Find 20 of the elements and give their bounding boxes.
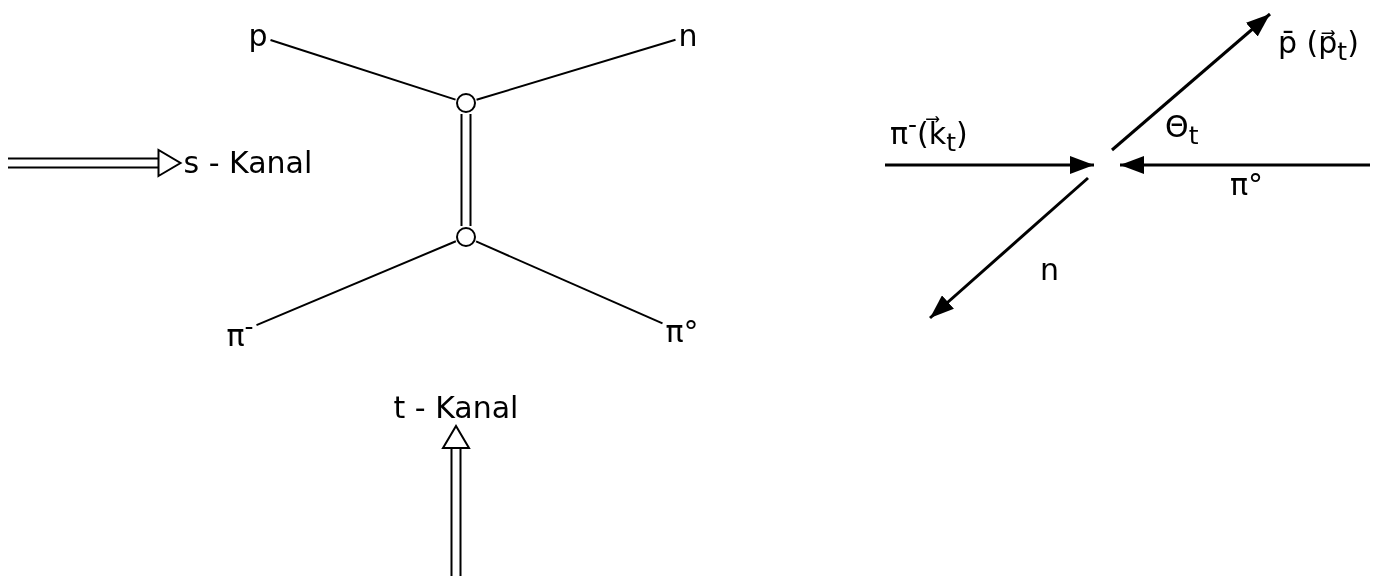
double-arrow xyxy=(442,424,470,577)
particle-label: π$^{-}$(k⃗$_{t}$) xyxy=(890,112,968,155)
vertex-circle xyxy=(456,93,476,113)
particle-label: p xyxy=(248,21,268,51)
line xyxy=(269,39,457,101)
particle-label: n xyxy=(1040,255,1059,285)
double-line xyxy=(460,113,472,227)
line xyxy=(255,240,457,327)
line xyxy=(475,240,664,325)
particle-label: π° xyxy=(665,317,699,347)
double-arrow xyxy=(7,149,183,177)
vertex-circle xyxy=(456,227,476,247)
angle-label: Θ$_{t}$ xyxy=(1165,112,1199,148)
line xyxy=(475,38,677,101)
particle-label: p̄ (p⃗$_{t}$) xyxy=(1278,28,1359,64)
channel-label: s - Kanal xyxy=(183,148,313,178)
channel-label: t - Kanal xyxy=(393,393,519,423)
particle-label: π$^{-}$ xyxy=(226,313,254,351)
particle-label: n xyxy=(678,21,698,51)
particle-label: π° xyxy=(1230,170,1264,200)
